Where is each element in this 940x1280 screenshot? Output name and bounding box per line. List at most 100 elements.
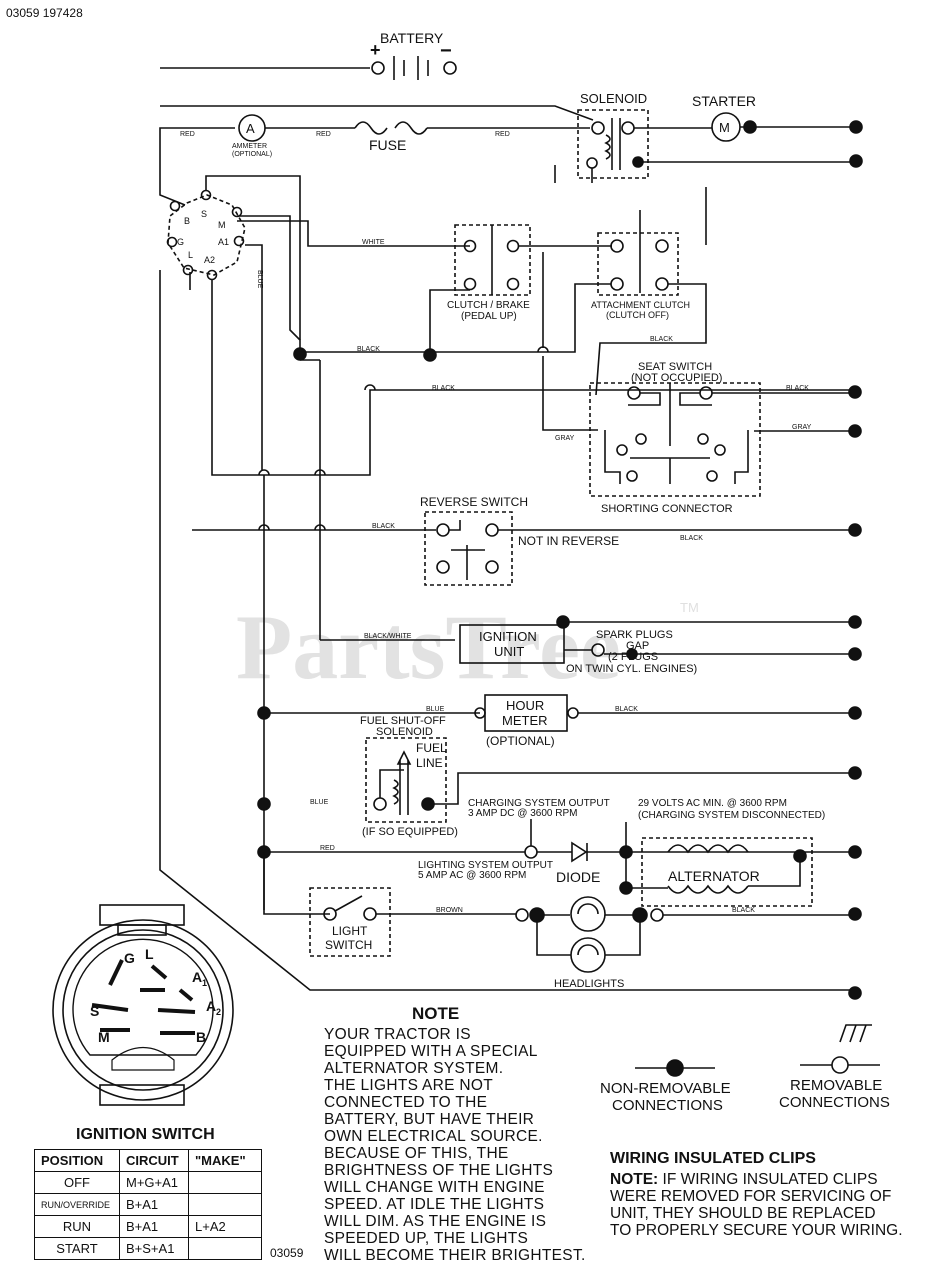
- wire-segment: [748, 856, 801, 887]
- connection-node: [373, 797, 387, 811]
- header-make: "MAKE": [188, 1149, 262, 1172]
- black-label-3: BLACK: [680, 535, 703, 542]
- connection-node: [655, 239, 669, 253]
- connection-node: [166, 236, 178, 248]
- connection-node: [323, 907, 337, 921]
- connection-node: [848, 385, 862, 399]
- switch-wires: [159, 175, 855, 991]
- battery-minus: −: [440, 40, 452, 62]
- seat-label-2: (NOT OCCUPIED): [631, 372, 722, 384]
- wire-segment: [314, 469, 326, 476]
- legend-non-removable-1: NON-REMOVABLE: [600, 1080, 731, 1097]
- ignition-switch-title: IGNITION SWITCH: [76, 1126, 215, 1143]
- clips-title: WIRING INSULATED CLIPS: [610, 1150, 816, 1167]
- wire-segment: [300, 283, 611, 353]
- volts-label-1: 29 VOLTS AC MIN. @ 3600 RPM: [638, 798, 787, 809]
- black-label-1: BLACK: [357, 346, 380, 353]
- not-in-reverse-label: NOT IN REVERSE: [518, 534, 619, 548]
- wire-segment: [577, 903, 599, 915]
- wire-segment: [459, 624, 565, 664]
- connection-node: [616, 444, 628, 456]
- connection-node: [515, 908, 529, 922]
- wire-segment: [258, 524, 270, 531]
- note-line: SPEEDED UP, THE LIGHTS: [324, 1230, 529, 1247]
- black-label-hour: BLACK: [615, 706, 638, 713]
- clips-line: NOTE: IF WIRING INSULATED CLIPS: [610, 1171, 930, 1188]
- connection-node: [743, 120, 757, 134]
- circuit-cell: M+G+A1: [119, 1171, 189, 1194]
- switch-terminal-l: L: [188, 250, 193, 260]
- note-line: WILL CHANGE WITH ENGINE: [324, 1179, 545, 1196]
- legend: NON-REMOVABLE CONNECTIONS REMOVABLE CONN…: [600, 1024, 890, 1114]
- connection-node: [793, 849, 807, 863]
- fuel-label-2: SOLENOID: [376, 726, 433, 738]
- connection-node: [610, 239, 624, 253]
- clips-line: TO PROPERLY SECURE YOUR WIRING.: [610, 1222, 903, 1239]
- circuit-cell: B+A1: [119, 1215, 189, 1238]
- solenoid-label: SOLENOID: [580, 91, 647, 106]
- switch-terminal-m: M: [218, 220, 226, 230]
- wire-segment: [167, 194, 246, 276]
- white-label: WHITE: [362, 239, 385, 246]
- volts-label-2: (CHARGING SYSTEM DISCONNECTED): [638, 810, 825, 821]
- footer-code: 03059: [270, 1246, 304, 1260]
- legend-removable-2: CONNECTIONS: [779, 1094, 890, 1111]
- ammeter-optional: (OPTIONAL): [232, 151, 272, 158]
- light-switch: LIGHT SWITCH: [309, 887, 391, 957]
- solenoid: SOLENOID: [554, 91, 649, 183]
- battery-label: BATTERY: [380, 30, 444, 46]
- wire-segment: [72, 938, 214, 1056]
- connection-node: [257, 706, 271, 720]
- ignition-unit: IGNITION UNIT: [459, 624, 565, 664]
- connection-node: [485, 560, 499, 574]
- legend-removable-1: REMOVABLE: [790, 1077, 882, 1094]
- clutch-label-1: CLUTCH / BRAKE: [447, 300, 530, 311]
- clips-line: WERE REMOVED FOR SERVICING OF: [610, 1188, 892, 1205]
- table-row: OFF M+G+A1: [34, 1171, 262, 1194]
- connection-node: [632, 156, 644, 168]
- circuit-cell: B+A1: [119, 1193, 189, 1216]
- connection-node: [52, 919, 234, 1101]
- wire-segment: [117, 924, 167, 936]
- connection-node: [619, 881, 633, 895]
- wire-segment: [263, 852, 330, 915]
- wire-segment: [571, 841, 588, 863]
- blue-label-fuel: BLUE: [310, 799, 329, 806]
- big-switch-m: M: [98, 1029, 110, 1045]
- connection-node: [506, 239, 520, 253]
- switch-terminal-a1: A1: [218, 237, 229, 247]
- table-row: RUN/OVERRIDE B+A1: [34, 1193, 262, 1216]
- extra-cell: [188, 1237, 262, 1260]
- connection-node: [848, 907, 862, 921]
- wire-segment: [150, 964, 168, 980]
- connection-node: [849, 154, 863, 168]
- wire-segment: [396, 750, 412, 765]
- starter: STARTER M: [634, 93, 863, 142]
- connection-node: [848, 986, 862, 1000]
- red-wire-main: [159, 114, 590, 206]
- wire-segment: [245, 244, 263, 470]
- connection-node: [666, 1059, 684, 1077]
- fuel-label-3: FUEL: [416, 741, 447, 755]
- connection-node: [443, 61, 457, 75]
- ammeter-label: AMMETER: [232, 143, 267, 150]
- connection-node: [848, 706, 862, 720]
- fuel-solenoid: FUEL SHUT-OFF SOLENOID FUEL LINE (IF SO …: [360, 715, 458, 838]
- charging-label-1: CHARGING SYSTEM OUTPUT: [468, 798, 610, 809]
- note-line: WILL BECOME THEIR BRIGHTEST.: [324, 1247, 586, 1264]
- connection-node: [233, 235, 245, 247]
- red-label-charge: RED: [320, 845, 335, 852]
- wire-segment: [849, 1024, 857, 1043]
- position-cell: OFF: [34, 1171, 120, 1194]
- switch-terminal-s: S: [201, 209, 207, 219]
- wire-segment: [211, 279, 855, 476]
- note-line: BATTERY, BUT HAVE THEIR: [324, 1111, 535, 1128]
- attachment-clutch-switch: ATTACHMENT CLUTCH (CLUTCH OFF): [591, 210, 690, 320]
- wire-segment: [159, 127, 235, 206]
- ammeter-symbol: A: [246, 121, 255, 136]
- connection-node: [626, 470, 638, 482]
- starter-label: STARTER: [692, 93, 756, 109]
- black-label-reverse: BLACK: [372, 523, 395, 530]
- wire-segment: [577, 109, 649, 179]
